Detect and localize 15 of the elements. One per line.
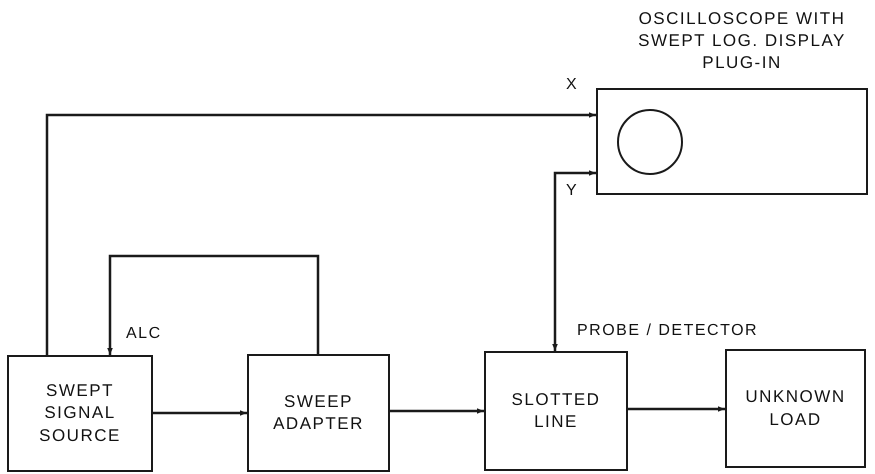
component-label: PROBE / DETECTOR [577, 322, 758, 340]
arrow [153, 410, 247, 416]
block-box: SWEEP ADAPTER [247, 354, 390, 472]
arrow [390, 408, 484, 414]
edge-label: X [566, 76, 578, 94]
arrow [552, 170, 596, 351]
arrow [46, 112, 596, 355]
block-box: SLOTTED LINE [484, 351, 628, 471]
block-box: SWEPT SIGNAL SOURCE [7, 355, 153, 472]
arrow [107, 254, 320, 355]
edge-label: Y [566, 182, 578, 200]
arrow [628, 406, 725, 412]
block-box: UNKNOWN LOAD [725, 349, 866, 468]
instrument-heading: OSCILLOSCOPE WITH SWEPT LOG. DISPLAY PLUG-IN [637, 8, 847, 74]
edge-label: ALC [126, 325, 162, 343]
